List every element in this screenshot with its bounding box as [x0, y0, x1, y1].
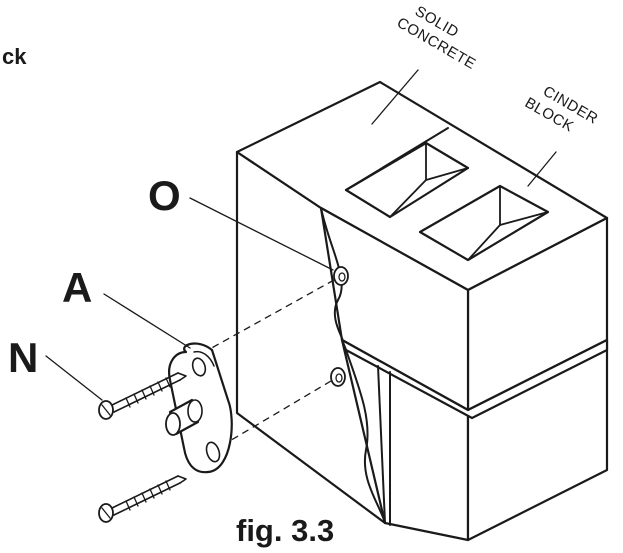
leader-cinder-block — [527, 151, 557, 187]
corner-text: ck — [2, 44, 27, 69]
cinder-block-label: CINDER BLOCK — [522, 83, 601, 136]
cinder-core-left — [344, 141, 470, 219]
wall-hole-upper — [333, 266, 349, 286]
screw-upper — [98, 372, 187, 420]
label-a: A — [62, 264, 92, 311]
label-o: O — [148, 172, 181, 219]
mounting-bracket — [165, 342, 233, 474]
wall-hole-lower — [330, 367, 346, 387]
leader-n — [45, 355, 103, 401]
leader-lines — [45, 69, 557, 401]
label-n: N — [8, 334, 38, 381]
cinder-core-right — [418, 184, 550, 262]
leader-o — [189, 197, 334, 271]
screw-lower — [98, 475, 187, 523]
leader-solid-concrete — [371, 69, 419, 125]
figure-caption: fig. 3.3 — [236, 513, 334, 548]
solid-concrete-label: SOLID CONCRETE — [394, 3, 479, 73]
leader-a — [103, 293, 191, 349]
